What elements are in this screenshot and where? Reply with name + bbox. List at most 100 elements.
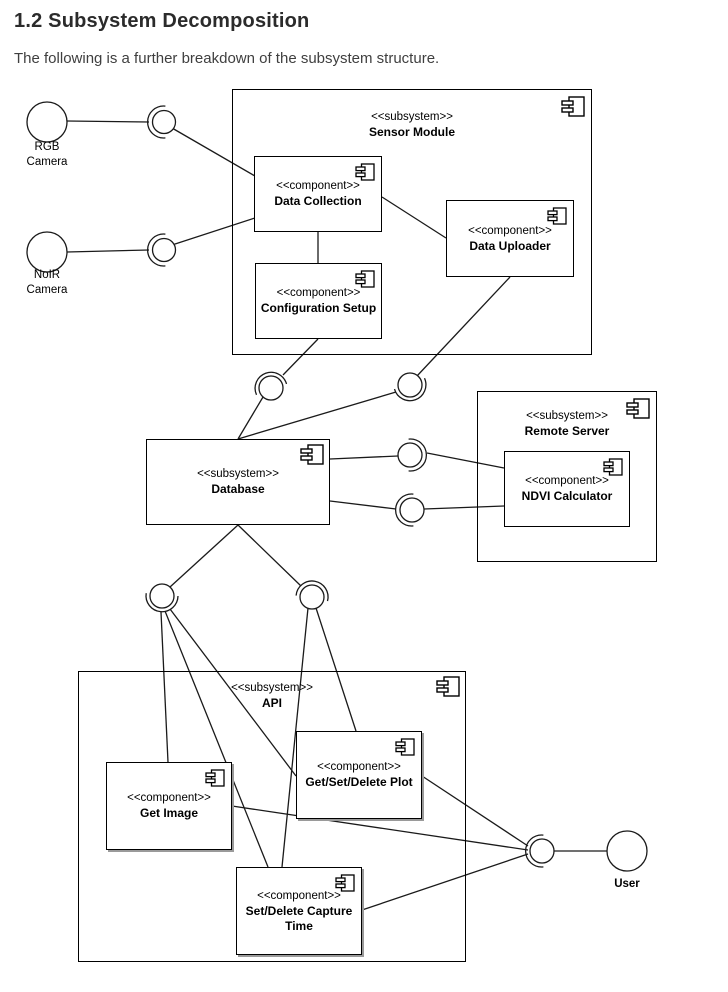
user-label: User — [614, 878, 640, 890]
interface-socket-icon — [145, 593, 179, 613]
ndvi-calculator-stereotype: <<component>> — [525, 475, 609, 487]
component-icon — [547, 207, 567, 225]
interface-socket-icon — [147, 105, 166, 139]
actor-circle-noir-camera — [26, 231, 68, 273]
subsystem-database: <<subsystem>> Database — [146, 439, 330, 525]
subsystem-remote-server: <<subsystem>> Remote Server — [477, 391, 657, 562]
interface-balls — [149, 109, 555, 864]
get-set-delete-plot-stereotype: <<component>> — [317, 761, 401, 773]
connector-lines — [66, 120, 607, 911]
subsystem-sensor-module: <<subsystem>> Sensor Module — [232, 89, 592, 355]
component-icon — [561, 96, 585, 117]
connector-line — [281, 607, 309, 868]
interface-ball-icon — [151, 109, 177, 135]
interface-ball-icon — [149, 583, 175, 609]
component-set-delete-capture-time: <<component>> Set/Delete Capture Time — [236, 867, 362, 955]
remote-server-stereotype: <<subsystem>> — [526, 410, 608, 422]
connector-line — [160, 611, 169, 763]
interface-ball-icon — [299, 584, 325, 610]
rgb-camera-label-line1: RGB — [34, 141, 60, 153]
database-stereotype: <<subsystem>> — [197, 468, 279, 480]
data-uploader-name: Data Uploader — [469, 238, 551, 253]
component-icon — [436, 676, 460, 697]
actor-circle-rgb-camera — [26, 101, 68, 143]
interface-socket-icon — [147, 233, 166, 267]
connector-line — [282, 338, 319, 376]
connector-line — [421, 775, 529, 847]
subsystem-api: <<subsystem>> API — [78, 671, 466, 962]
interface-socket-icon — [408, 438, 427, 472]
get-image-name: Get Image — [139, 806, 199, 820]
actor-label-noir-camera: NoIR Camera — [7, 268, 87, 298]
connector-line — [361, 853, 529, 911]
database-name: Database — [211, 482, 265, 496]
page-intro: The following is a further breakdown of … — [14, 50, 440, 67]
interface-socket-icon — [393, 377, 427, 402]
component-data-uploader: <<component>> Data Uploader — [446, 200, 574, 277]
component-data-collection: <<component>> Data Collection — [254, 156, 382, 232]
data-collection-stereotype: <<component>> — [276, 180, 360, 192]
connector-line — [171, 127, 256, 177]
component-icon — [205, 769, 225, 787]
configuration-setup-stereotype: <<component>> — [276, 287, 361, 299]
noir-camera-label-line1: NoIR — [33, 269, 61, 281]
connector-line — [416, 276, 511, 377]
connector-line — [237, 396, 264, 440]
interface-ball-icon — [529, 838, 555, 864]
set-delete-capture-time-name: Set/Delete Capture Time — [245, 903, 353, 933]
actor-label-rgb-camera: RGB Camera — [7, 140, 87, 170]
component-icon — [395, 738, 415, 756]
actor-circle-user — [606, 830, 648, 872]
interface-socket-icon — [254, 371, 288, 396]
connector-line — [426, 452, 505, 469]
connector-line — [329, 500, 397, 510]
connector-line — [66, 120, 150, 123]
connector-line — [237, 524, 302, 587]
set-delete-capture-time-stereotype: <<component>> — [257, 889, 341, 902]
connector-line — [164, 610, 269, 868]
sensor-module-stereotype: <<subsystem>> — [371, 111, 453, 123]
component-get-image: <<component>> Get Image — [106, 762, 232, 850]
component-icon — [626, 398, 650, 419]
connector-line — [381, 196, 447, 239]
connector-line — [169, 608, 297, 777]
component-icon — [335, 874, 355, 892]
component-get-set-delete-plot: <<component>> Get/Set/Delete Plot — [296, 731, 422, 819]
interface-sockets — [145, 105, 544, 868]
remote-server-name: Remote Server — [524, 424, 610, 438]
interface-ball-icon — [151, 237, 177, 263]
page-title: 1.2 Subsystem Decomposition — [14, 10, 310, 32]
actor-label-user: User — [587, 877, 667, 892]
connector-line — [237, 391, 397, 440]
component-icon — [355, 163, 375, 181]
component-icon — [603, 458, 623, 476]
actor-circles — [26, 101, 648, 872]
component-icon — [300, 444, 324, 465]
get-image-stereotype: <<component>> — [127, 792, 211, 804]
interface-ball-icon — [397, 442, 423, 468]
sensor-module-name: Sensor Module — [368, 125, 455, 139]
data-uploader-stereotype: <<component>> — [468, 224, 552, 237]
data-collection-name: Data Collection — [274, 194, 362, 208]
connector-line — [169, 524, 239, 588]
get-set-delete-plot-name: Get/Set/Delete Plot — [305, 775, 413, 789]
connector-line — [171, 217, 256, 246]
connector-line — [231, 805, 529, 851]
interface-socket-icon — [395, 493, 414, 527]
interface-ball-icon — [397, 372, 423, 398]
connector-line — [315, 607, 357, 732]
component-ndvi-calculator: <<component>> NDVI Calculator — [504, 451, 630, 527]
component-configuration-setup: <<component>> Configuration Setup — [255, 263, 382, 339]
component-icon — [355, 270, 375, 288]
connector-line — [66, 249, 150, 253]
interface-ball-icon — [399, 497, 425, 523]
ndvi-calculator-name: NDVI Calculator — [521, 489, 613, 503]
rgb-camera-label-line2: Camera — [26, 156, 68, 168]
connector-line — [423, 505, 505, 510]
noir-camera-label-line2: Camera — [26, 284, 68, 296]
interface-socket-icon — [525, 834, 544, 868]
connector-line — [329, 455, 399, 460]
interface-socket-icon — [295, 580, 329, 602]
